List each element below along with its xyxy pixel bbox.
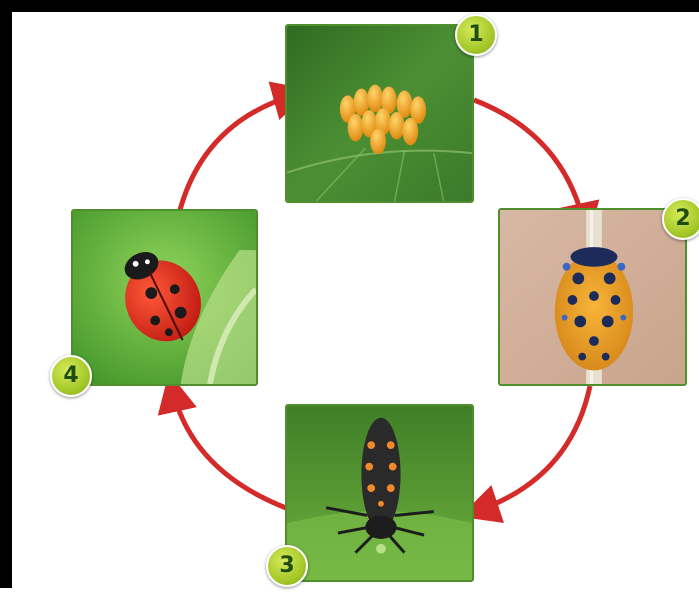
ladybug-larva-photo [285,404,474,582]
stage-badge-1: 1 [455,14,497,56]
stage-badge-2: 2 [662,198,699,240]
stage-badge-3: 3 [266,545,308,587]
stage-badge-4: 4 [50,355,92,397]
ladybug-pupa-photo [498,208,687,386]
adult-ladybug-photo [71,209,258,386]
ladybug-eggs-photo [285,24,474,203]
